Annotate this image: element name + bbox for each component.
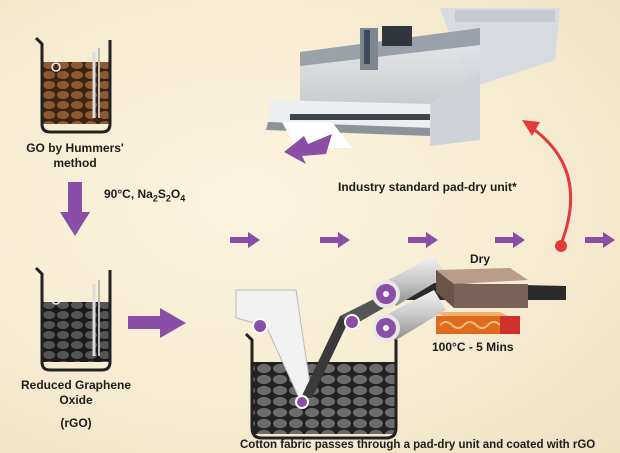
condition-sub2: 2 bbox=[165, 193, 171, 204]
rgo-beaker bbox=[34, 266, 112, 372]
right-arrow bbox=[128, 308, 186, 338]
flow-arrows bbox=[230, 232, 615, 248]
dry-condition-label: 100°C - 5 Mins bbox=[432, 340, 514, 354]
pad-bath bbox=[244, 332, 398, 440]
rgo-label: Reduced Graphene Oxide (rGO) bbox=[4, 378, 148, 431]
condition-sub3: 4 bbox=[180, 193, 186, 204]
caption: Cotton fabric passes through a pad-dry u… bbox=[240, 439, 596, 451]
red-return-arrow bbox=[522, 120, 573, 252]
rgo-label-line1: Reduced Graphene Oxide bbox=[20, 378, 132, 407]
go-label: GO by Hummers' method bbox=[20, 141, 130, 171]
dryer bbox=[436, 268, 528, 334]
dry-label: Dry bbox=[470, 252, 491, 266]
condition-sub1: 2 bbox=[152, 193, 158, 204]
condition-s: S bbox=[157, 187, 166, 201]
go-label-line2: method bbox=[53, 156, 97, 170]
down-arrow bbox=[60, 182, 90, 236]
pad-dry-machine bbox=[266, 8, 560, 148]
reaction-condition: 90°C, Na2S2O4 bbox=[104, 187, 185, 206]
go-label-line1: GO by Hummers' bbox=[26, 141, 124, 155]
rollers bbox=[252, 256, 446, 409]
rgo-label-line2: (rGO) bbox=[60, 416, 92, 430]
go-beaker bbox=[34, 36, 112, 134]
condition-temp: 90°C, Na bbox=[104, 187, 153, 201]
machine-input-arrow bbox=[284, 134, 332, 164]
machine-label: Industry standard pad-dry unit* bbox=[338, 180, 517, 194]
condition-o: O bbox=[170, 187, 181, 201]
